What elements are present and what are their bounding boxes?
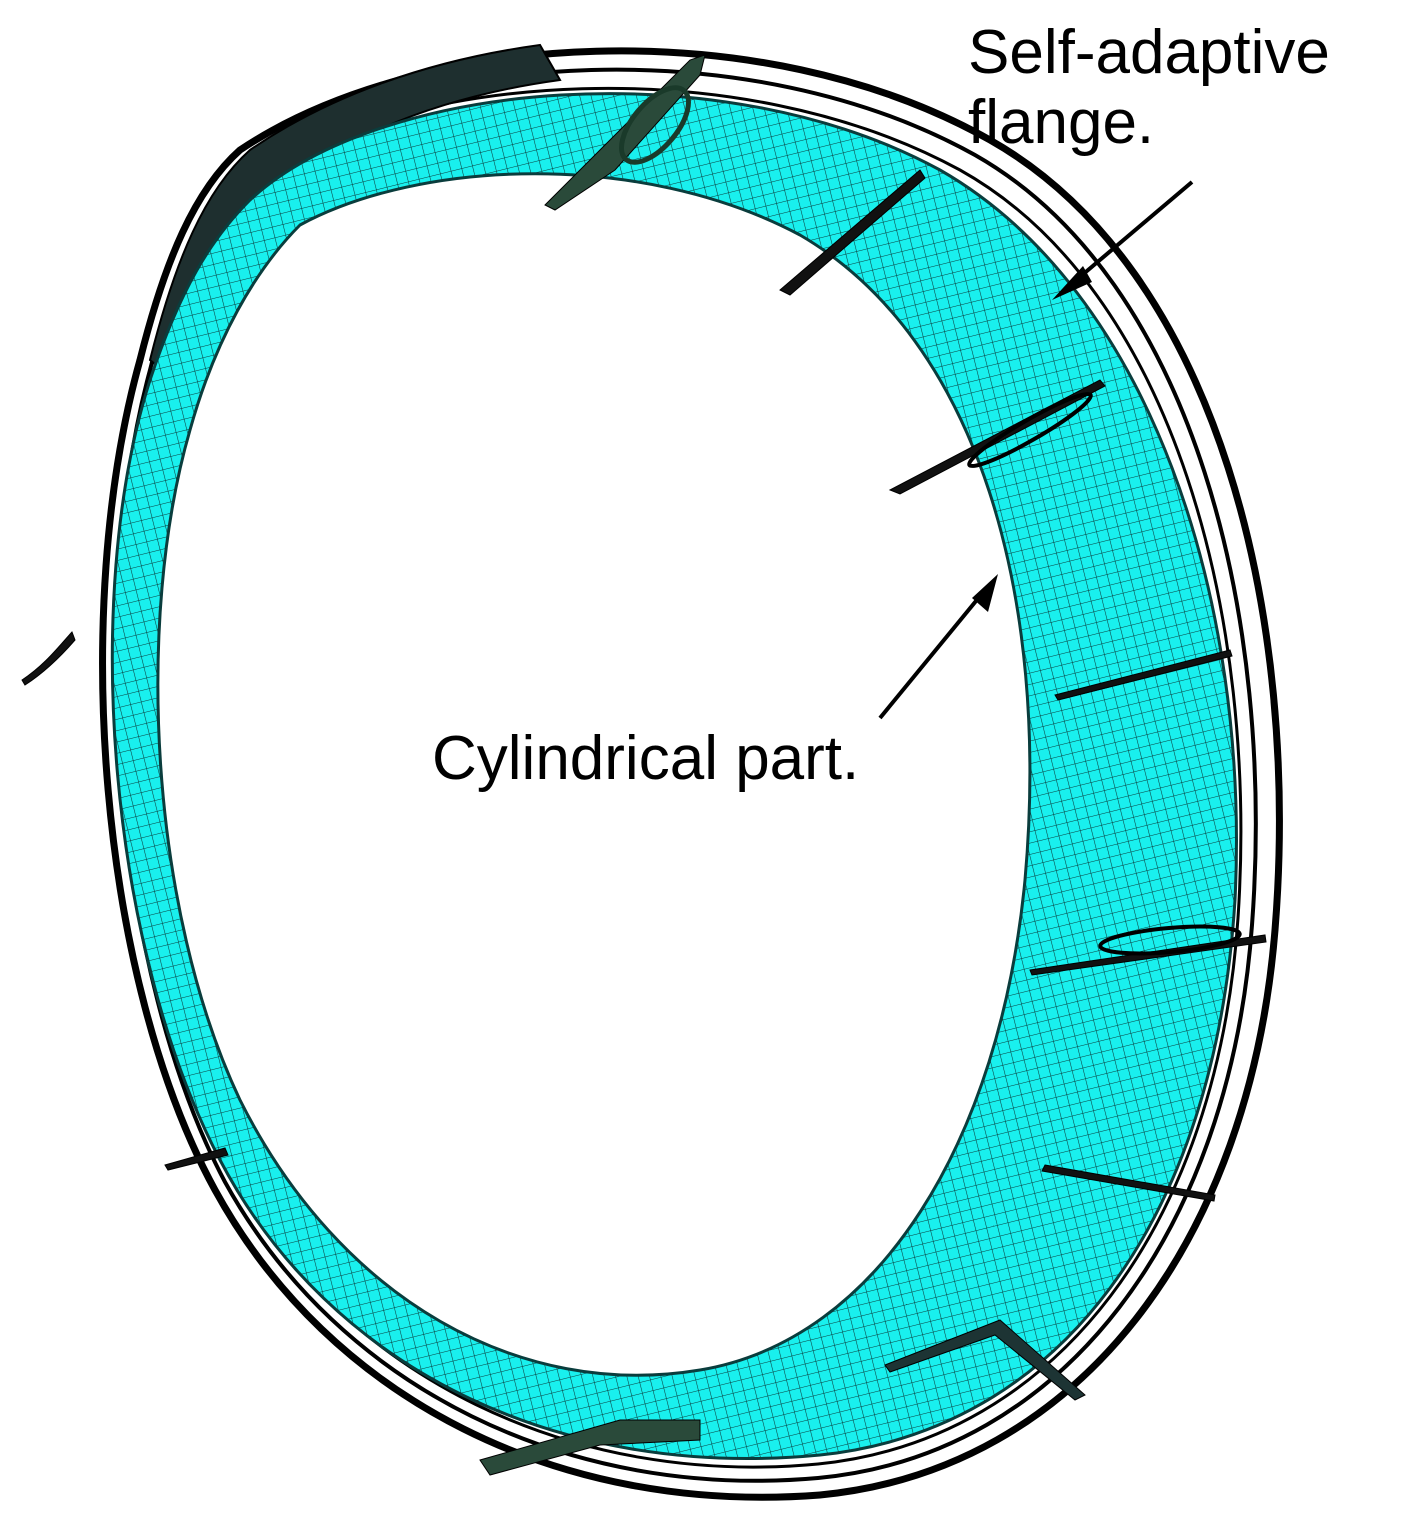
strut-lower-right <box>1041 1164 1216 1202</box>
strut-right-1-bracket <box>967 391 1093 469</box>
flange-arrow-line <box>1066 180 1194 289</box>
cylinder-outer-edge <box>110 92 1238 1460</box>
support-struts <box>21 54 1267 1476</box>
flange-label-line2: flange. <box>968 88 1155 157</box>
leader-arrows <box>878 180 1194 720</box>
flange-label-line1: Self-adaptive <box>968 18 1330 87</box>
cylinder-label: Cylindrical part. <box>432 724 860 793</box>
strut-lower-left <box>164 1147 229 1171</box>
strut-upper-right <box>779 169 926 296</box>
cylinder-inner-edge <box>156 172 1032 1377</box>
strut-bottom-right <box>884 1319 1086 1401</box>
strut-left <box>21 631 76 686</box>
strut-right-3-bracket <box>1098 924 1242 956</box>
cylinder-arrow-line <box>878 588 987 720</box>
flange-arrowhead <box>1052 266 1092 300</box>
cylinder-arrowhead <box>972 574 998 612</box>
strut-bottom <box>479 1419 701 1476</box>
strut-top-bracket <box>619 85 691 165</box>
strut-right-2 <box>1054 649 1233 701</box>
